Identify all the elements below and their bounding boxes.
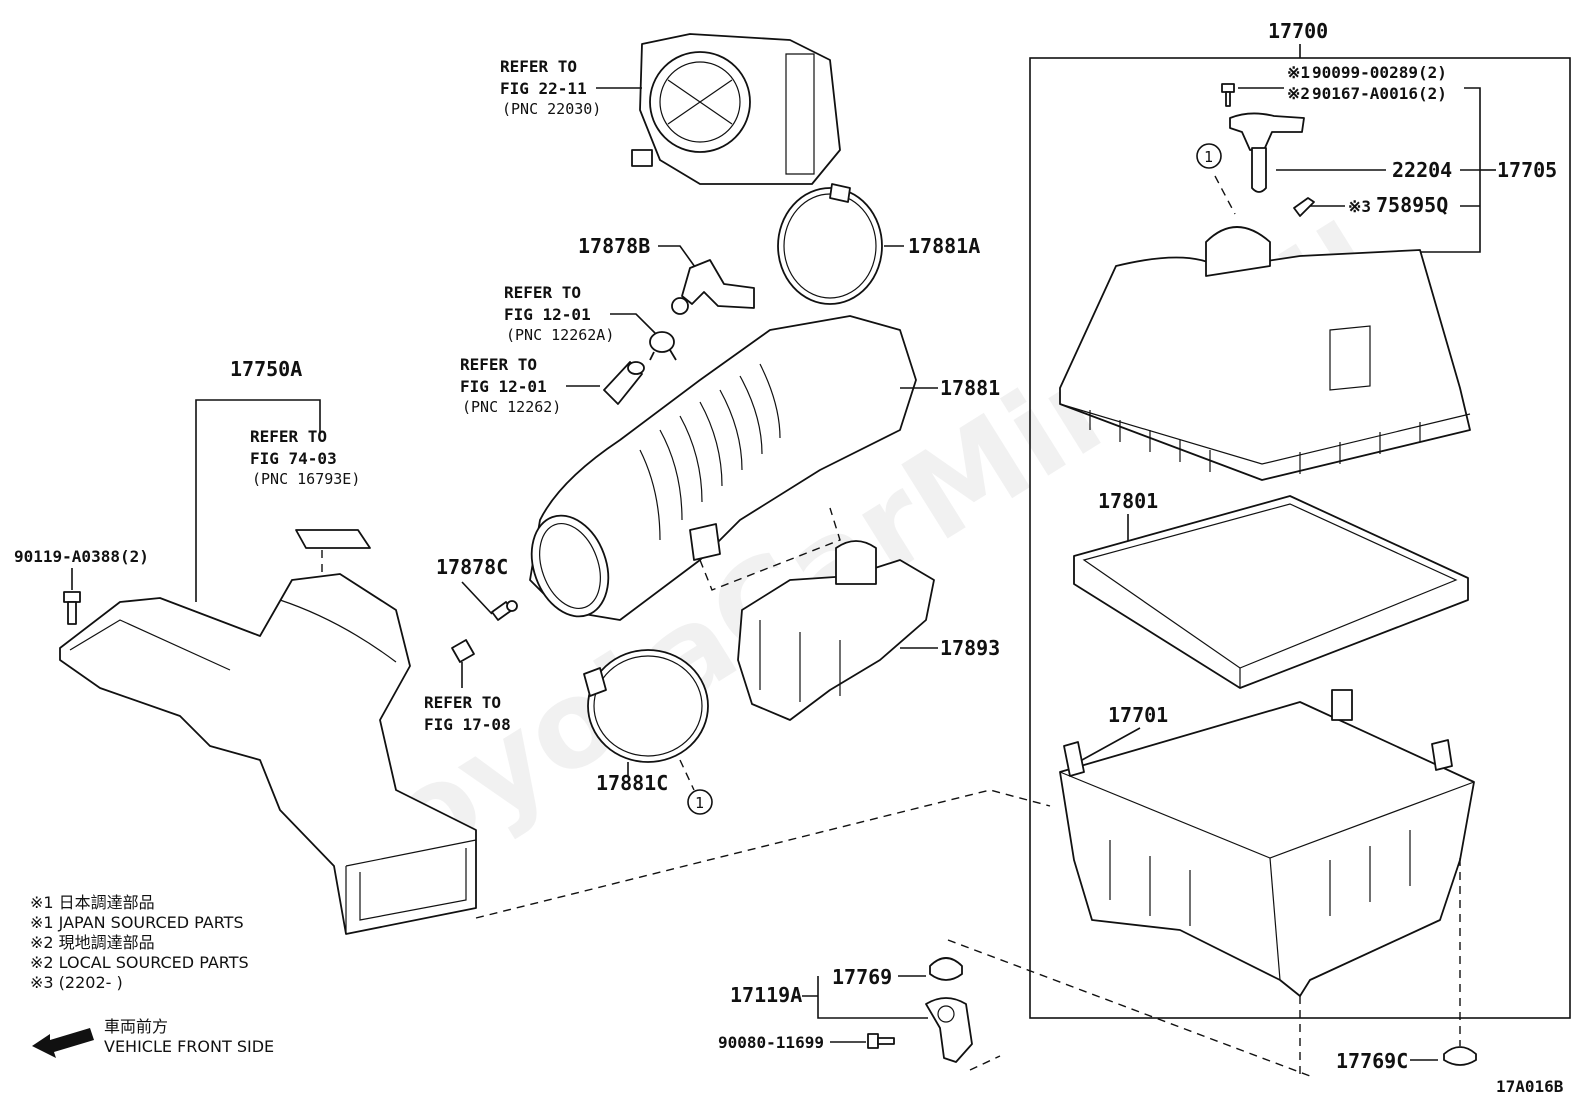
svg-text:REFER TO: REFER TO: [504, 283, 581, 302]
label-17769c[interactable]: 17769C: [1336, 1049, 1408, 1073]
air-inlet-duct-17750a[interactable]: [59, 573, 477, 935]
front-label-en: VEHICLE FRONT SIDE: [104, 1037, 274, 1056]
svg-text:REFER TO: REFER TO: [500, 57, 577, 76]
label-17881a[interactable]: 17881A: [908, 234, 980, 258]
air-filter-17801[interactable]: [1073, 495, 1469, 689]
label-90119[interactable]: 90119-A0388(2): [14, 547, 149, 566]
bolt-90119[interactable]: [63, 591, 81, 625]
callout-circle-1-bottom: [687, 789, 713, 815]
svg-text:REFER TO: REFER TO: [460, 355, 537, 374]
label-90099[interactable]: 90099-00289(2): [1312, 63, 1447, 82]
svg-text:FIG 17-08: FIG 17-08: [424, 715, 511, 734]
svg-text:FIG 12-01: FIG 12-01: [504, 305, 591, 324]
svg-text:REFER TO: REFER TO: [424, 693, 501, 712]
svg-text:REFER TO: REFER TO: [250, 427, 327, 446]
label-17701[interactable]: 17701: [1108, 703, 1168, 727]
svg-text:(PNC 16793E): (PNC 16793E): [252, 470, 360, 488]
label-17750a[interactable]: 17750A: [230, 357, 302, 381]
hose-17-08: [451, 639, 475, 663]
label-17881c[interactable]: 17881C: [596, 771, 668, 795]
hose-clamp-17881a[interactable]: [777, 183, 883, 305]
label-17705[interactable]: 17705: [1497, 158, 1557, 182]
mark-1a: ※1: [1287, 63, 1310, 82]
svg-text:1: 1: [695, 794, 704, 812]
grommet-17769[interactable]: [929, 957, 963, 981]
bolt-90080[interactable]: [867, 1033, 895, 1049]
plug-12262a: [649, 331, 677, 361]
label-17801[interactable]: 17801: [1098, 489, 1158, 513]
svg-text:FIG 74-03: FIG 74-03: [250, 449, 337, 468]
callout-circle-1-top: [1196, 143, 1222, 169]
gasket-75895q[interactable]: [1293, 197, 1315, 217]
sensor-22204[interactable]: [1229, 112, 1305, 193]
svg-text:(PNC 12262): (PNC 12262): [462, 398, 561, 416]
resonator-17893[interactable]: [737, 540, 935, 721]
svg-text:1: 1: [1204, 148, 1213, 166]
label-90167[interactable]: 90167-A0016(2): [1312, 84, 1447, 103]
front-label-jp: 車両前方: [104, 1017, 168, 1036]
svg-text:※2 現地調達部品: ※2 現地調達部品: [30, 933, 155, 952]
mark-3a: ※3: [1348, 197, 1371, 216]
hose-clamp-17881c[interactable]: [583, 649, 709, 763]
label-75895q[interactable]: 75895Q: [1376, 193, 1448, 217]
throttle-body: [631, 33, 841, 185]
svg-text:※1 日本調達部品: ※1 日本調達部品: [30, 893, 155, 912]
grommet-17769c[interactable]: [1443, 1046, 1477, 1066]
air-cleaner-case-17701[interactable]: [1059, 689, 1475, 997]
svg-text:※2 LOCAL SOURCED PARTS: ※2 LOCAL SOURCED PARTS: [30, 953, 249, 972]
fitting-17878c[interactable]: [491, 600, 518, 621]
svg-text:※1 JAPAN SOURCED PARTS: ※1 JAPAN SOURCED PARTS: [30, 913, 244, 932]
label-17769[interactable]: 17769: [832, 965, 892, 989]
label-17878b[interactable]: 17878B: [578, 234, 650, 258]
vacuum-elbow-17878b[interactable]: [671, 259, 755, 315]
hose-12262: [603, 361, 645, 405]
diagram-code: 17A016B: [1496, 1077, 1564, 1096]
front-arrow-icon: [32, 1028, 94, 1058]
label-17119a[interactable]: 17119A: [730, 983, 802, 1007]
bracket-17119a[interactable]: [925, 997, 973, 1063]
svg-text:FIG 12-01: FIG 12-01: [460, 377, 547, 396]
svg-text:※3 (2202- ): ※3 (2202- ): [30, 973, 123, 992]
mark-2a: ※2: [1287, 84, 1310, 103]
legend: ※1 日本調達部品 ※1 JAPAN SOURCED PARTS ※2 現地調達…: [30, 893, 249, 992]
label-17878c[interactable]: 17878C: [436, 555, 508, 579]
svg-text:(PNC 12262A): (PNC 12262A): [506, 326, 614, 344]
label-22204[interactable]: 22204: [1392, 158, 1452, 182]
label-17700[interactable]: 17700: [1268, 19, 1328, 43]
svg-text:(PNC 22030): (PNC 22030): [502, 100, 601, 118]
intake-hose-17881[interactable]: [518, 315, 917, 627]
air-cleaner-cap-17705[interactable]: [1059, 226, 1471, 481]
label-17893[interactable]: 17893: [940, 636, 1000, 660]
label-17881[interactable]: 17881: [940, 376, 1000, 400]
screw-90099[interactable]: [1221, 83, 1235, 107]
svg-text:FIG 22-11: FIG 22-11: [500, 79, 587, 98]
label-90080[interactable]: 90080-11699: [718, 1033, 824, 1052]
seal-16793e: [295, 529, 371, 549]
